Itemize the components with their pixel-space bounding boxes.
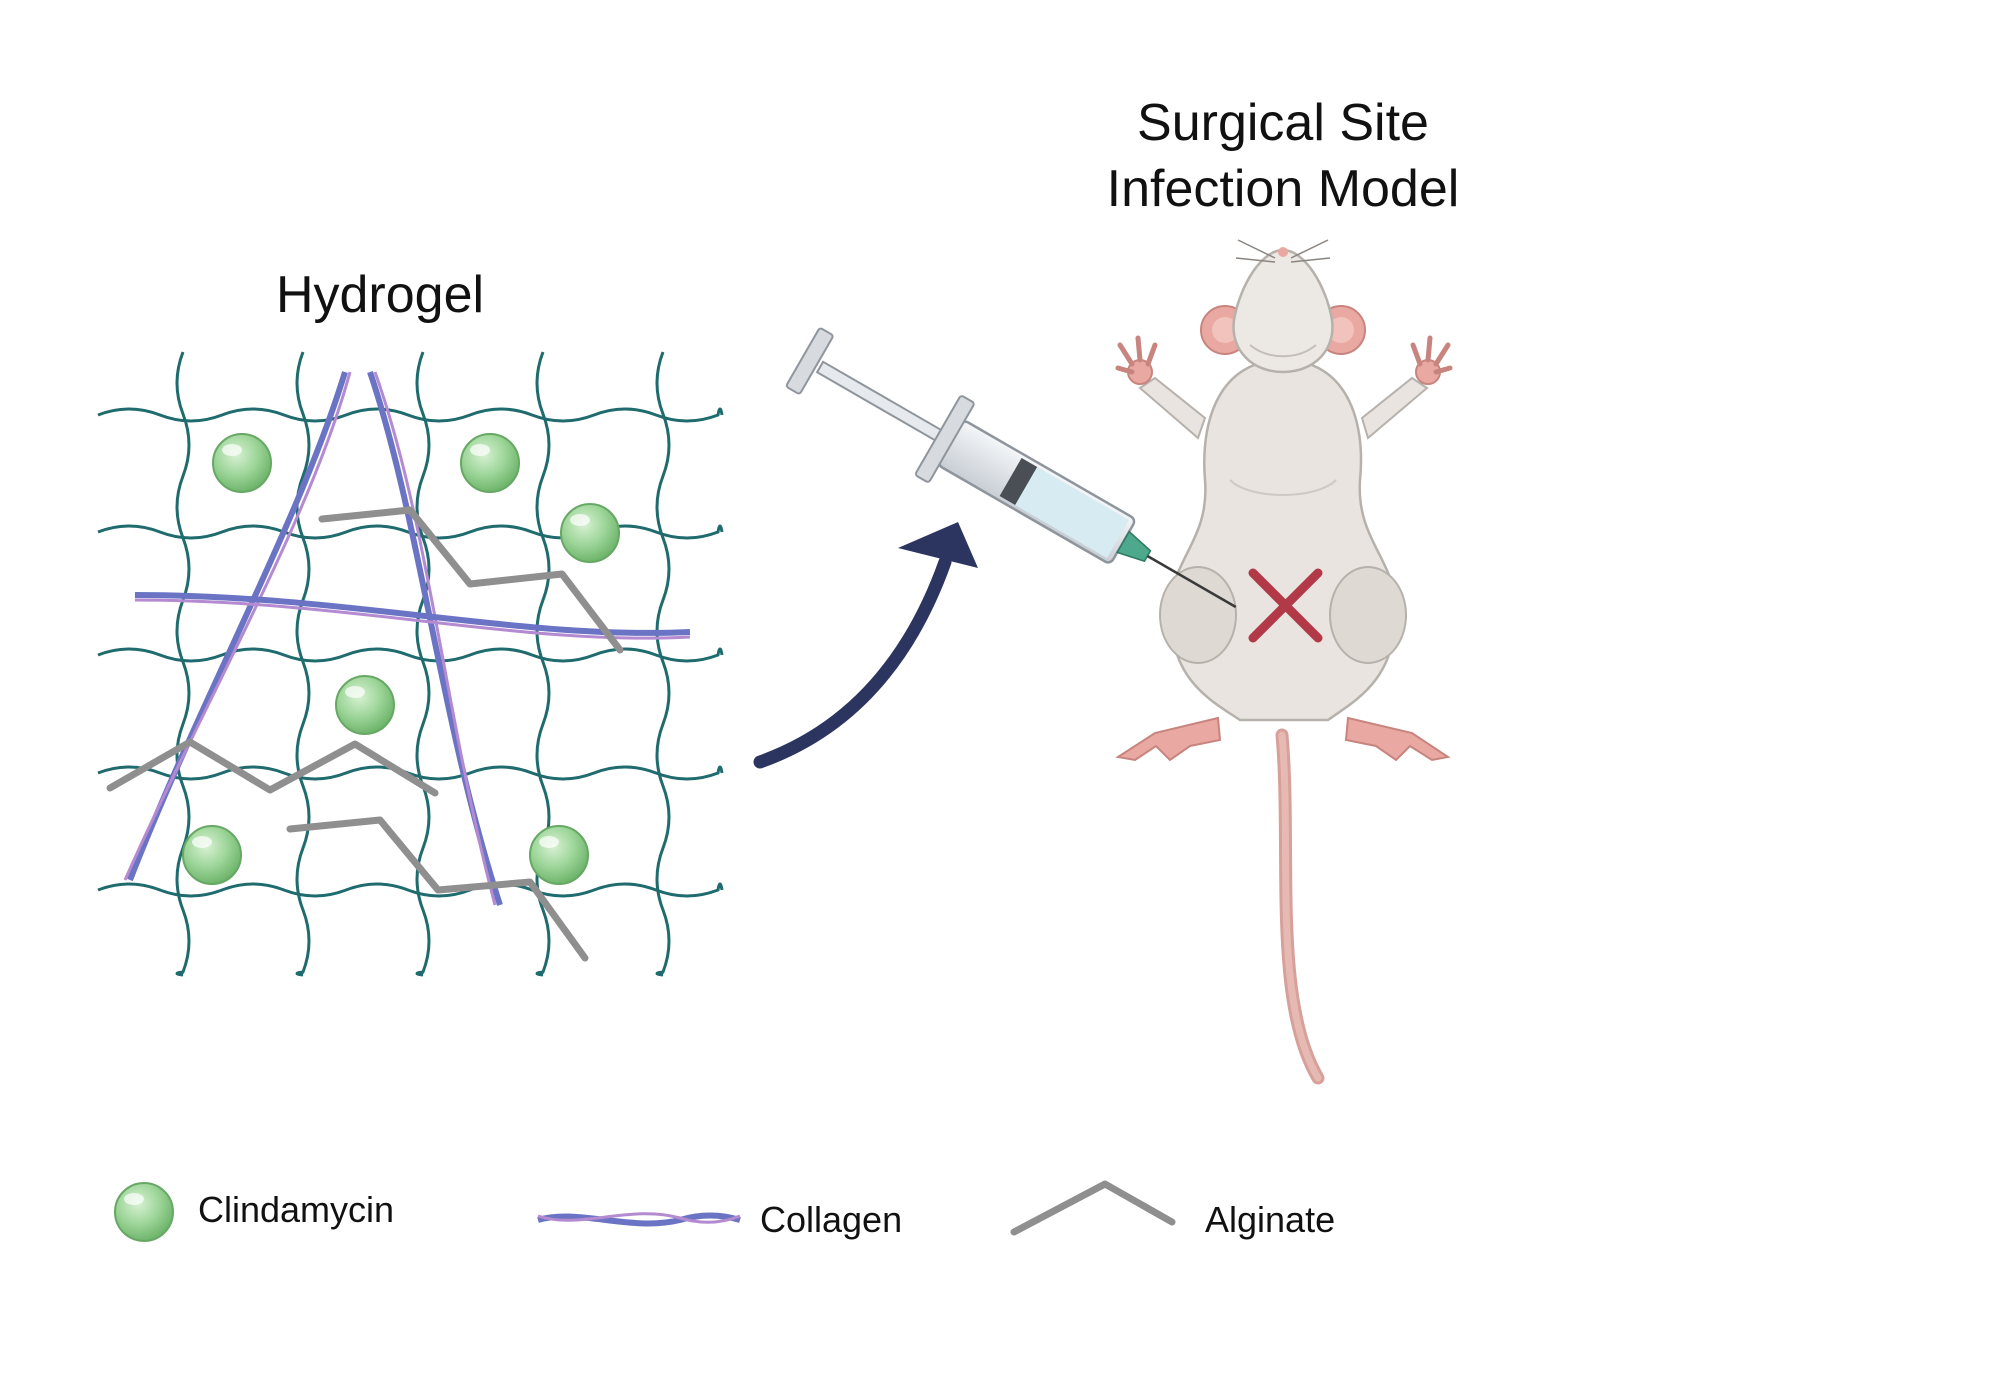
clindamycin-particle (335, 675, 395, 735)
mesh-strand-vertical (535, 351, 551, 977)
model-title-line1: Surgical Site (1137, 94, 1429, 152)
hydrogel-title: Hydrogel (276, 266, 484, 324)
clindamycin-particle (212, 433, 272, 493)
legend-collagen-label: Collagen (760, 1199, 902, 1240)
clindamycin-particle (460, 433, 520, 493)
collagen-fiber (134, 592, 691, 640)
mesh-strand-vertical (175, 351, 191, 977)
legend: Clindamycin Collagen Alginate (114, 1180, 1335, 1242)
syringe-icon (785, 327, 1237, 609)
mesh-strand-horizontal (97, 647, 724, 663)
mesh-strand-horizontal (97, 765, 724, 781)
legend-alginate-label: Alginate (1205, 1199, 1335, 1240)
curved-arrow-icon (753, 522, 978, 769)
mesh-strand-vertical (415, 351, 431, 977)
mesh-strand-horizontal (97, 882, 724, 898)
collagen-fiber (367, 371, 503, 906)
alginate-chain (106, 506, 624, 962)
clindamycin-particle (529, 825, 589, 885)
mesh-strand-vertical (655, 351, 671, 977)
clindamycin-particle (182, 825, 242, 885)
model-title-line2: Infection Model (1107, 160, 1460, 218)
legend-clindamycin-icon (114, 1182, 174, 1242)
mouse-icon (1115, 239, 1453, 1085)
infection-x-icon (1248, 568, 1323, 643)
collagen-fiber (123, 371, 352, 882)
legend-alginate-icon (1010, 1180, 1176, 1236)
legend-clindamycin-label: Clindamycin (198, 1189, 394, 1230)
mesh-strand-horizontal (97, 407, 724, 423)
legend-collagen-icon (537, 1212, 741, 1227)
mesh-strand-vertical (295, 351, 311, 977)
hydrogel-mesh (97, 351, 724, 977)
clindamycin-particle (560, 503, 620, 563)
